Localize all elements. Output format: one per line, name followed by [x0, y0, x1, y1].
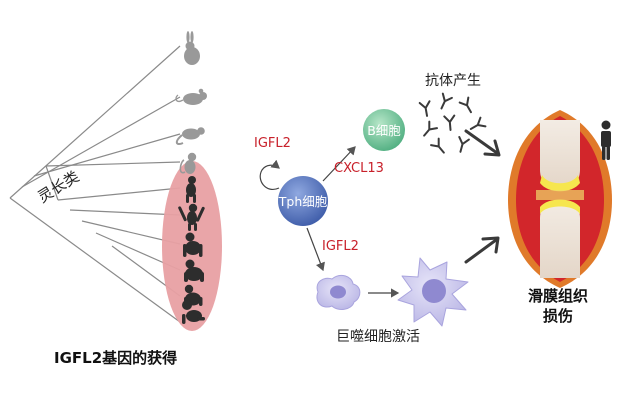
antibody-icon — [458, 96, 472, 114]
antibody-production-label: 抗体产生 — [425, 73, 481, 89]
tree-branch-mouse — [21, 96, 181, 188]
antibody-icon — [440, 92, 453, 110]
macrophage-activation-label: 巨噬细胞激活 — [336, 328, 420, 345]
tree-branch-treeshrew — [33, 133, 181, 177]
autocrine-loop-arrow — [259, 159, 280, 190]
lower-cartilage — [540, 199, 580, 214]
tree-shrew-icon — [175, 127, 205, 145]
autocrine-igfl2-label: IGFL2 — [254, 136, 291, 151]
synovial-damage-label-line2: 损伤 — [543, 307, 573, 325]
tph-to-bcell-arrow — [322, 146, 356, 182]
tph-to-macrophage-arrow — [306, 227, 325, 272]
tph-cell-label: Tph细胞 — [278, 194, 328, 209]
joint-space — [536, 190, 584, 200]
lower-bone — [540, 200, 580, 278]
tph-cell — [278, 176, 328, 226]
tree-branch-human — [9, 197, 181, 323]
monkey-icon — [179, 152, 197, 174]
rabbit-icon — [184, 31, 200, 65]
gibbon-icon — [178, 203, 205, 231]
b-cell — [363, 109, 405, 151]
antibody-icon — [430, 137, 445, 154]
synovial-damage-label-line1: 滑膜组织 — [528, 287, 588, 305]
tree-branch-primate-node — [45, 165, 59, 201]
antibody-icons — [418, 92, 487, 154]
antibody-icon — [423, 120, 438, 137]
antibody-icon — [443, 114, 456, 131]
antibody-icon — [458, 135, 470, 153]
igfl2-acquisition-caption: IGFL2基因的获得 — [54, 349, 177, 367]
phylogenetic-tree — [9, 45, 181, 323]
orangutan-icon — [183, 232, 203, 257]
gorilla-icon — [184, 259, 204, 282]
mouse-icon — [175, 88, 207, 105]
cxcl13-label: CXCL13 — [334, 161, 384, 176]
lemur-icon — [186, 176, 196, 203]
antibody-to-joint-arrow — [464, 129, 501, 157]
tree-branch-rabbit — [9, 45, 181, 199]
antibody-icon — [469, 116, 487, 130]
resting-macrophage-nucleus — [330, 285, 346, 299]
macrophage-to-joint-arrow — [464, 236, 500, 264]
activated-macrophage-nucleus — [422, 279, 446, 303]
upper-cartilage — [540, 175, 580, 192]
tree-branch-monkey — [45, 161, 181, 167]
upper-bone — [540, 120, 580, 188]
antibody-icon — [418, 100, 431, 117]
igfl2-to-macrophage-label: IGFL2 — [322, 239, 359, 254]
b-cell-label: B细胞 — [367, 123, 401, 138]
inflamed-joint — [508, 110, 612, 288]
human-baby-icon — [182, 300, 205, 324]
tree-branch-lemur — [57, 187, 181, 201]
human-icon — [601, 120, 611, 160]
tree-branch-gibbon — [69, 209, 181, 216]
